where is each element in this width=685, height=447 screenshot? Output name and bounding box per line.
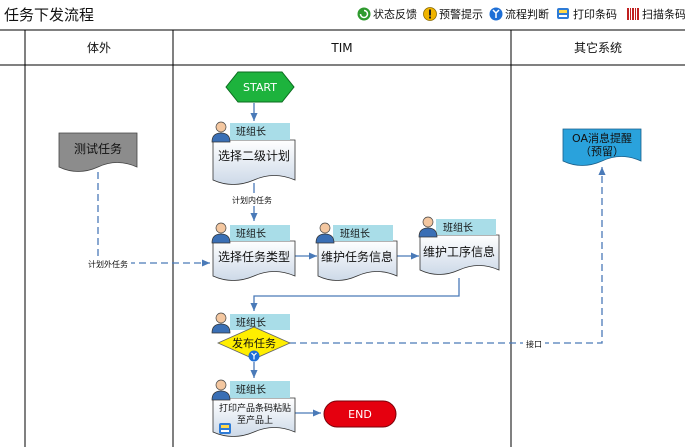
print-barcode-icon [219,423,231,434]
legend-item-status-feedback: 状态反馈 [357,7,417,21]
node-select-type[interactable]: 班组长 选择任务类型 [211,222,296,281]
swimlane-grid [0,29,685,447]
node-label: 维护任务信息 [321,249,393,264]
person-icon [211,312,231,334]
role-label: 班组长 [236,316,266,329]
svg-text:状态反馈: 状态反馈 [373,7,417,21]
connectors [97,103,606,417]
role-tab [333,225,393,241]
status-feedback-icon [357,7,371,21]
edge-publish-to-oa [289,167,606,344]
role-label: 班组长 [340,227,370,240]
node-print-barcode[interactable]: 班组长 打印产品条码粘贴 至产品上 [211,379,296,437]
role-tab [230,123,290,140]
node-maintain-task[interactable]: 班组长 维护任务信息 [315,222,398,281]
legend-item-process-judgment: 流程判断 [489,7,549,21]
person-icon [211,222,231,244]
person-icon [418,216,438,238]
node-label: 维护工序信息 [423,244,495,259]
end-label: END [348,408,372,421]
node-label-line1: 打印产品条码粘贴 [219,402,291,414]
edge-label-interface: 接口 [526,339,542,349]
svg-text:流程判断: 流程判断 [505,7,549,21]
svg-text:预警提示: 预警提示 [439,7,483,21]
role-tab [436,219,496,235]
lane-header-tim: TIM [330,41,352,55]
scan-barcode-icon [627,8,639,20]
node-label: 选择任务类型 [218,249,290,264]
role-label: 班组长 [236,227,266,240]
legend-item-scan-barcode: 扫描条码 [627,7,685,21]
page-title: 任务下发流程 [4,6,94,24]
node-label: 选择二级计划 [218,149,290,163]
process-judgment-icon [248,350,260,362]
person-icon [315,222,335,244]
start-node[interactable]: START [225,71,295,103]
node-select-plan[interactable]: 班组长 选择二级计划 [211,121,296,185]
edge-label-out-plan: 计划外任务 [88,259,128,269]
end-node[interactable]: END [323,400,397,428]
node-label-line1: OA消息提醒 [572,131,632,145]
node-label-line2: 至产品上 [237,414,273,426]
lane-header-other-systems: 其它系统 [574,40,622,55]
person-icon [211,379,231,401]
role-tab [230,314,290,330]
legend: 状态反馈 预警提示 流程判断 打印条码 扫 [357,7,685,21]
person-icon [211,121,231,143]
svg-text:打印条码: 打印条码 [573,7,617,21]
node-maintain-process[interactable]: 班组长 维护工序信息 [418,216,500,275]
legend-item-warning: 预警提示 [423,7,483,21]
node-test-task[interactable]: 测试任务 [58,132,138,172]
edge-maintain-process-to-publish [250,278,460,311]
legend-item-print-barcode: 打印条码 [557,7,617,21]
node-label: 发布任务 [232,336,276,350]
node-publish[interactable]: 班组长 发布任务 [211,312,291,362]
node-label: 测试任务 [74,141,122,156]
role-tab [230,225,290,241]
role-label: 班组长 [236,383,266,396]
print-barcode-icon [557,8,569,19]
lane-header-external: 体外 [87,41,111,55]
role-tab [230,381,290,398]
role-label: 班组长 [236,125,266,138]
edge-test-task-to-select-type [97,172,210,267]
edge-label-in-plan: 计划内任务 [232,195,272,205]
decision-diamond [217,326,291,360]
title-bar [0,0,685,30]
node-label-line2: （预留） [580,145,624,158]
svg-text:扫描条码: 扫描条码 [642,7,685,21]
node-oa-reminder[interactable]: OA消息提醒 （预留） [562,128,642,166]
start-label: START [243,81,277,94]
role-label: 班组长 [443,221,473,234]
